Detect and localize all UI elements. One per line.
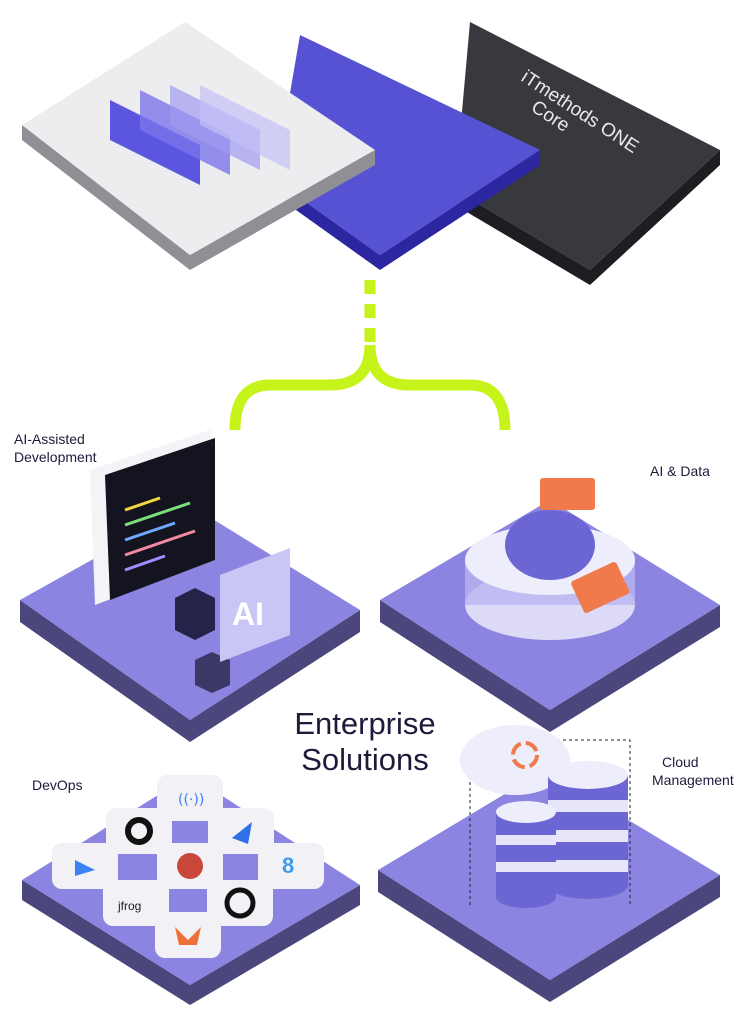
page-title: Enterprise Solutions (270, 706, 460, 778)
title-line1: Enterprise (294, 706, 436, 741)
tool-gitlab-icon (155, 912, 221, 958)
profile-card-icon (571, 562, 630, 613)
cube-icon (175, 588, 215, 640)
svg-text:((·)): ((·)) (178, 792, 204, 808)
cloud-label: Cloud Management (652, 753, 734, 789)
cloud-tile (378, 725, 720, 1002)
database-icon (496, 761, 628, 908)
cloud-sync-icon (460, 725, 570, 795)
ai-badge-icon (220, 548, 290, 662)
svg-text:8: 8 (282, 853, 294, 878)
layers-logo-icon (110, 85, 290, 185)
core-blue-tile (275, 35, 540, 270)
tool-github-icon (207, 880, 273, 926)
cube-icon (195, 652, 230, 693)
profile-card-icon (540, 478, 595, 510)
tool-jfrog-icon (103, 880, 169, 926)
core-white-tile (22, 22, 375, 270)
ai-dev-label: AI-Assisted Development (14, 430, 97, 466)
code-editor-icon (105, 438, 215, 600)
tool-argo-icon (258, 843, 324, 889)
tool-wireless-icon (157, 775, 223, 821)
ai-badge-text: AI (232, 596, 264, 632)
cloud-label-line1: Cloud (662, 754, 699, 770)
cloud-label-line2: Management (652, 772, 734, 788)
ai-data-tile (380, 478, 720, 732)
devops-label: DevOps (32, 777, 83, 793)
ai-data-label: AI & Data (650, 463, 710, 479)
tool-circleci-icon (106, 808, 172, 854)
jfrog-text: jfrog (117, 899, 141, 913)
ai-dev-label-line1: AI-Assisted (14, 431, 85, 447)
brain-icon (505, 510, 595, 580)
connector-bracket (229, 280, 511, 431)
title-line2: Solutions (301, 742, 429, 777)
core-dark-tile: iTmethods ONE Core (455, 22, 720, 285)
ai-dev-label-line2: Development (14, 449, 97, 465)
devops-tile: ((·)) 8 jfrog (22, 775, 360, 1005)
ai-dev-tile: AI (20, 430, 360, 742)
